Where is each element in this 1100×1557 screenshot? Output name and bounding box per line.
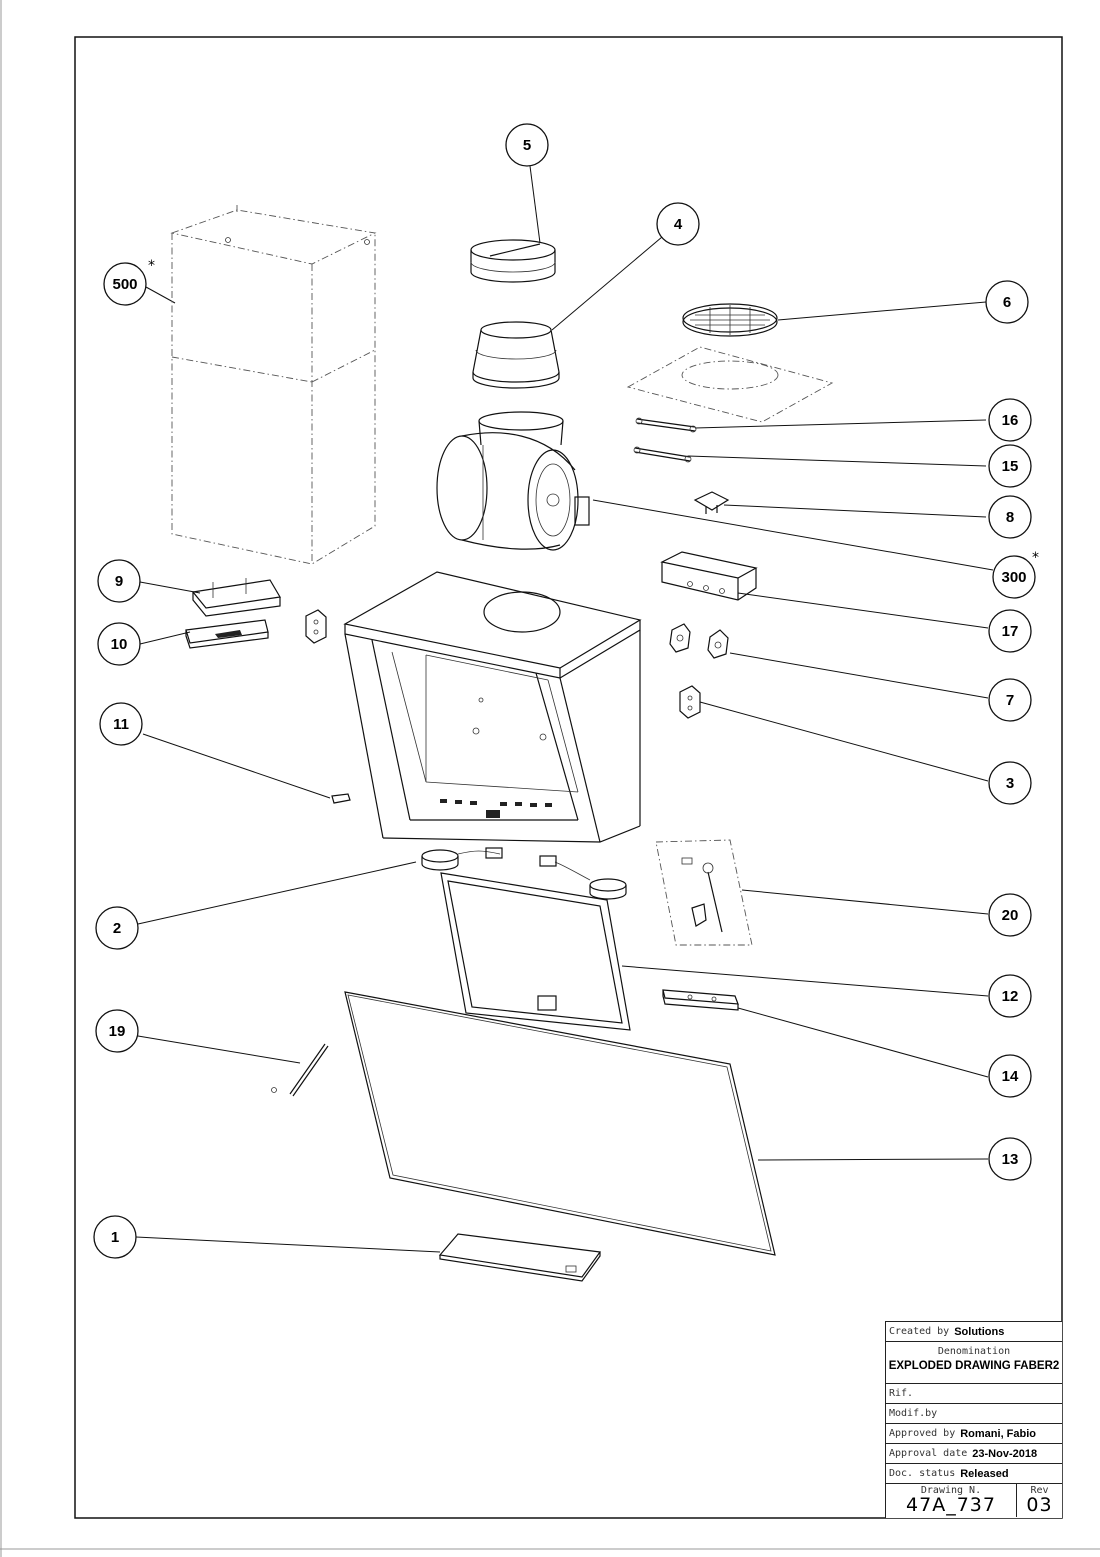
svg-text:7: 7 [1006, 692, 1014, 709]
callout-14: 14 [988, 1054, 1032, 1098]
part-2-lights [421, 847, 627, 900]
drawing-number-value: 47A_737 [906, 1494, 996, 1516]
part-3-plate [679, 685, 701, 719]
svg-text:10: 10 [111, 636, 128, 653]
part-11-clip [331, 793, 351, 804]
revision-value: 03 [1026, 1494, 1053, 1516]
hinge-plate-left [305, 609, 327, 644]
callout-19: 19 [95, 1009, 139, 1053]
svg-text:12: 12 [1002, 988, 1019, 1005]
callout-13: 13 [988, 1137, 1032, 1181]
callout-6: 6 [985, 280, 1029, 324]
callout-10: 10 [97, 622, 141, 666]
part-12-filter [440, 872, 631, 1031]
part-14-handle [662, 989, 739, 1011]
callout-4: 4 [656, 202, 700, 246]
part-16-bracket [635, 417, 697, 433]
callout-2: 2 [95, 906, 139, 950]
modif-label: Modif.by [889, 1408, 938, 1419]
part-500-chimney [170, 205, 377, 565]
svg-text:17: 17 [1002, 623, 1019, 640]
part-8-switch-clip [693, 491, 730, 514]
callout-20: 20 [988, 893, 1032, 937]
approved-by-row: Approved by Romani, Fabio [886, 1424, 1062, 1444]
part-7-hinges [669, 623, 729, 659]
leader-lines [135, 165, 994, 1253]
part-6-grille [682, 303, 778, 337]
svg-text:300: 300 [1001, 569, 1026, 586]
svg-text:19: 19 [109, 1023, 126, 1040]
created-by-row: Created by Solutions [886, 1322, 1062, 1342]
denomination-cell: Denomination EXPLODED DRAWING FABER2 [886, 1342, 1062, 1384]
rif-label: Rif. [889, 1388, 914, 1399]
callout-300-asterisk: * [1032, 550, 1039, 566]
part-4-collar [472, 321, 560, 389]
callout-8: 8 [988, 495, 1032, 539]
part-1-plate [438, 1233, 602, 1282]
title-block: Created by Solutions Denomination EXPLOD… [885, 1321, 1062, 1518]
approved-by-value: Romani, Fabio [960, 1427, 1037, 1440]
part-15-bracket [633, 446, 692, 463]
svg-text:3: 3 [1006, 775, 1014, 792]
part-17-control-box [660, 551, 758, 601]
revision-label: Rev [1030, 1485, 1049, 1496]
part-13-glass-panel [344, 991, 776, 1256]
hood-body [343, 571, 642, 843]
svg-text:500: 500 [112, 276, 137, 293]
approval-date-value: 23-Nov-2018 [972, 1447, 1038, 1460]
approval-date-label: Approval date [889, 1448, 968, 1459]
drawing-number-label: Drawing N. [920, 1485, 982, 1496]
denomination-value: EXPLODED DRAWING FABER2 [888, 1360, 1060, 1372]
part-19-rod [271, 1043, 329, 1097]
modif-row: Modif.by [886, 1404, 1062, 1424]
callout-16: 16 [988, 398, 1032, 442]
doc-status-value: Released [960, 1467, 1009, 1480]
callout-11: 11 [99, 702, 143, 746]
svg-text:20: 20 [1002, 907, 1019, 924]
revision-cell: Rev 03 [1017, 1484, 1062, 1517]
callout-9: 9 [97, 559, 141, 603]
doc-status-row: Doc. status Released [886, 1464, 1062, 1484]
svg-text:1: 1 [111, 1229, 119, 1246]
approved-by-label: Approved by [889, 1428, 956, 1439]
callout-500-asterisk: * [148, 258, 155, 274]
drawing-number-row: Drawing N. 47A_737 Rev 03 [886, 1484, 1062, 1517]
denomination-label: Denomination [937, 1346, 1011, 1357]
part-300-motor [436, 411, 590, 551]
drawing-frame [74, 36, 1063, 1519]
svg-text:14: 14 [1002, 1068, 1019, 1085]
drawing-number-cell: Drawing N. 47A_737 [886, 1484, 1017, 1517]
svg-text:13: 13 [1002, 1151, 1019, 1168]
callout-1: 1 [93, 1215, 137, 1259]
svg-text:6: 6 [1003, 294, 1011, 311]
svg-text:11: 11 [113, 716, 129, 733]
callout-15: 15 [988, 444, 1032, 488]
svg-text:2: 2 [113, 920, 121, 937]
callout-500: 500 * [103, 258, 155, 306]
svg-text:15: 15 [1002, 458, 1019, 475]
callout-5: 5 [505, 123, 549, 167]
callout-300: 300 * [992, 550, 1039, 599]
rif-row: Rif. [886, 1384, 1062, 1404]
part-20-kit [655, 839, 753, 946]
svg-text:9: 9 [115, 573, 123, 590]
callout-3: 3 [988, 761, 1032, 805]
callout-7: 7 [988, 678, 1032, 722]
part-5-damper [470, 239, 556, 283]
part-9-bracket [191, 578, 281, 617]
svg-text:4: 4 [674, 216, 683, 233]
callout-17: 17 [988, 609, 1032, 653]
mounting-plate [626, 346, 834, 423]
callout-12: 12 [988, 974, 1032, 1018]
doc-status-label: Doc. status [889, 1468, 956, 1479]
svg-text:8: 8 [1006, 509, 1014, 526]
svg-text:5: 5 [523, 137, 531, 154]
svg-text:16: 16 [1002, 412, 1019, 429]
created-by-label: Created by [889, 1326, 950, 1337]
part-10-lamp-cover [185, 619, 269, 649]
created-by-value: Solutions [954, 1325, 1005, 1338]
approval-date-row: Approval date 23-Nov-2018 [886, 1444, 1062, 1464]
